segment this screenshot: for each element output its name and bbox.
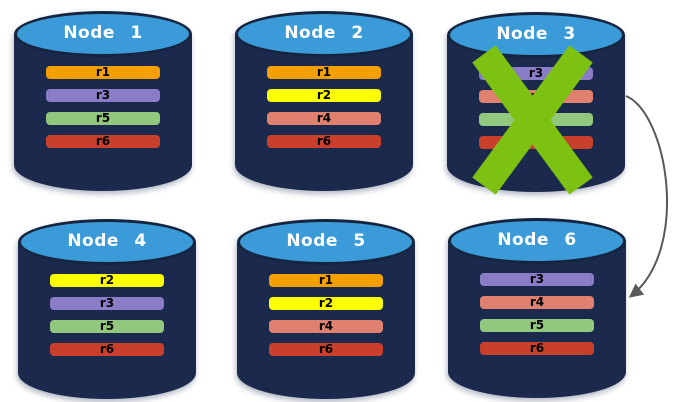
replica-bar-r3: r3 bbox=[46, 89, 160, 102]
db-node-1: Node 1 r1 r3 r5 r6 bbox=[14, 11, 192, 191]
cylinder-top: Node 6 bbox=[448, 218, 626, 264]
replica-bar-r4: r4 bbox=[267, 112, 381, 125]
cylinder-top: Node 1 bbox=[14, 11, 192, 57]
replica-bar-r6: r6 bbox=[50, 343, 164, 356]
replica-list: r2 r3 r5 r6 bbox=[50, 274, 164, 366]
replica-bar-r5: r5 bbox=[50, 320, 164, 333]
cylinder-top: Node 5 bbox=[237, 219, 415, 265]
node-title: Node 1 bbox=[63, 23, 143, 43]
replica-bar-r2: r2 bbox=[50, 274, 164, 287]
replica-bar-r5: r5 bbox=[480, 319, 594, 332]
cylinder: Node 1 r1 r3 r5 r6 bbox=[14, 11, 192, 191]
arrow-curve-icon bbox=[625, 95, 668, 298]
node-title: Node 3 bbox=[496, 24, 576, 44]
replica-bar-r6: r6 bbox=[267, 135, 381, 148]
replica-bar-r3: r3 bbox=[50, 297, 164, 310]
db-node-5: Node 5 r1 r2 r4 r6 bbox=[237, 219, 415, 399]
db-node-2: Node 2 r1 r2 r4 r6 bbox=[235, 11, 413, 191]
replica-bar-r1: r1 bbox=[46, 66, 160, 79]
replica-bar-r6: r6 bbox=[46, 135, 160, 148]
node-title: Node 6 bbox=[497, 230, 577, 250]
node-title: Node 4 bbox=[67, 231, 147, 251]
node-title: Node 5 bbox=[286, 231, 366, 251]
replica-bar-r6: r6 bbox=[269, 343, 383, 356]
replica-bar-r2: r2 bbox=[267, 89, 381, 102]
replica-bar-r5: r5 bbox=[46, 112, 160, 125]
cylinder: Node 4 r2 r3 r5 r6 bbox=[18, 219, 196, 399]
failure-x-icon bbox=[472, 45, 593, 195]
replica-bar-r4: r4 bbox=[480, 296, 594, 309]
cylinder: Node 5 r1 r2 r4 r6 bbox=[237, 219, 415, 399]
cylinder: Node 2 r1 r2 r4 r6 bbox=[235, 11, 413, 191]
cylinder-top: Node 3 bbox=[447, 12, 625, 58]
cylinder-top: Node 2 bbox=[235, 11, 413, 57]
cylinder: Node 6 r3 r4 r5 r6 bbox=[448, 218, 626, 398]
replica-bar-r3: r3 bbox=[480, 273, 594, 286]
cylinder-top: Node 4 bbox=[18, 219, 196, 265]
replica-bar-r2: r2 bbox=[269, 297, 383, 310]
replica-list: r1 r3 r5 r6 bbox=[46, 66, 160, 158]
node-title: Node 2 bbox=[284, 23, 364, 43]
replica-list: r1 r2 r4 r6 bbox=[267, 66, 381, 158]
replica-bar-r1: r1 bbox=[267, 66, 381, 79]
db-node-4: Node 4 r2 r3 r5 r6 bbox=[18, 219, 196, 399]
replica-list: r3 r4 r5 r6 bbox=[480, 273, 594, 365]
replica-bar-r1: r1 bbox=[269, 274, 383, 287]
replica-bar-r6: r6 bbox=[480, 342, 594, 355]
replica-bar-r4: r4 bbox=[269, 320, 383, 333]
db-node-6: Node 6 r3 r4 r5 r6 bbox=[448, 218, 626, 398]
replica-list: r1 r2 r4 r6 bbox=[269, 274, 383, 366]
